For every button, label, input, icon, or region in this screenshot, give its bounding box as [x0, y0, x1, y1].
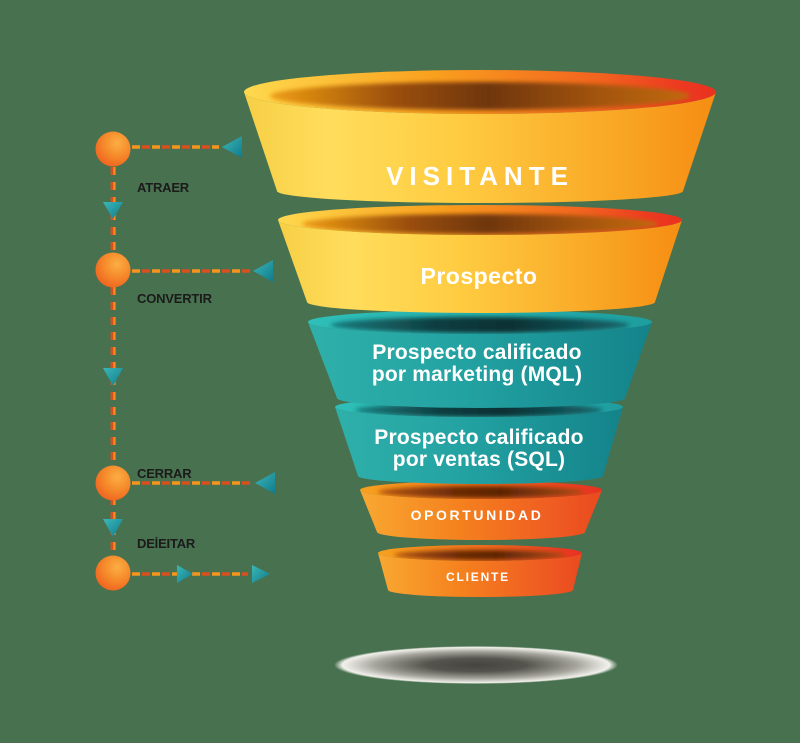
sql-label-line1: Prospecto calificado [374, 426, 583, 449]
atraer-node [95, 131, 131, 167]
timeline: ATRAER CONVERTIR CERRAR [95, 131, 275, 591]
funnel-stage-visitante: VISITANTE [244, 70, 716, 203]
cliente-body [378, 553, 582, 598]
oportunidad-label: OPORTUNIDAD [411, 507, 544, 523]
cerrar-node [95, 465, 131, 501]
timeline-row-deleitar: DEİEITAR [95, 536, 270, 591]
oportunidad-body [360, 490, 602, 540]
down-arrow-icon-2 [103, 368, 123, 386]
cerrar-label: CERRAR [137, 466, 192, 481]
funnel-stage-prospecto: Prospecto [278, 205, 682, 313]
cliente-interior [394, 550, 566, 560]
visitante-interior [270, 82, 690, 110]
mql-body [308, 322, 652, 408]
prospecto-body [278, 220, 682, 313]
prospecto-label: Prospecto [421, 263, 538, 289]
cliente-label: CLIENTE [446, 570, 510, 584]
visitante-label: VISITANTE [386, 161, 574, 191]
timeline-row-atraer: ATRAER [95, 131, 242, 219]
oportunidad-interior [378, 486, 584, 498]
convertir-node [95, 252, 131, 288]
deleitar-node [95, 555, 131, 591]
convertir-label: CONVERTIR [137, 291, 213, 306]
sql-body [335, 407, 623, 484]
mql-label-line1: Prospecto calificado [372, 341, 581, 364]
timeline-row-convertir: CONVERTIR [95, 252, 273, 386]
funnel-stage-mql: Prospecto calificado por marketing (MQL) [308, 310, 652, 408]
mql-label-line2: por marketing (MQL) [372, 363, 582, 386]
funnel-stage-cliente: CLIENTE [378, 545, 582, 598]
atraer-arrow-left-icon [222, 136, 242, 158]
funnel-stage-sql: Prospecto calificado por ventas (SQL) [335, 397, 623, 484]
funnel-ground-shadow [334, 646, 618, 684]
visitante-body [244, 92, 716, 203]
atraer-label: ATRAER [137, 180, 190, 195]
timeline-row-cerrar: CERRAR [95, 465, 275, 537]
down-arrow-icon-3 [103, 519, 123, 537]
down-arrow-icon-1 [103, 202, 123, 219]
deleitar-label: DEİEITAR [137, 536, 196, 551]
funnel-stage-oportunidad: OPORTUNIDAD [360, 481, 602, 540]
mql-interior [330, 317, 630, 333]
sql-label-line2: por ventas (SQL) [393, 448, 565, 471]
convertir-arrow-left-icon [253, 260, 273, 282]
prospecto-interior [302, 214, 658, 234]
deleitar-arrow-right-icon-1 [177, 565, 193, 583]
cerrar-arrow-left-icon [255, 472, 275, 494]
deleitar-arrow-right-icon-2 [252, 565, 270, 583]
